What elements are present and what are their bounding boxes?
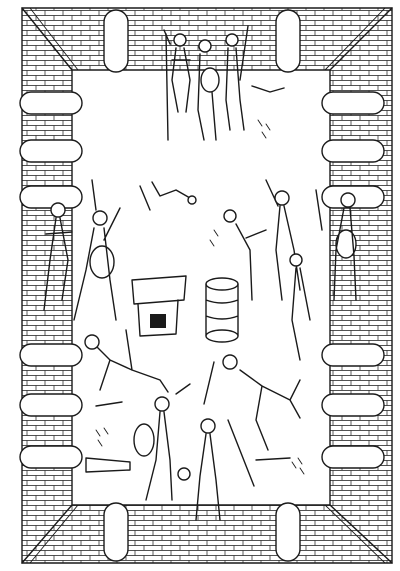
left-pillars: [19, 91, 83, 469]
bottom-soldiers: [133, 361, 255, 521]
drum: [205, 277, 239, 343]
fallen-figure-right: [222, 354, 301, 451]
fallen-figure-left: [84, 329, 169, 393]
soldiers-top-group: [163, 25, 285, 141]
column-top-right: [275, 9, 301, 73]
right-pillars: [321, 91, 385, 469]
right-warriors: [223, 179, 357, 361]
left-warriors: [43, 179, 121, 321]
flail: [139, 181, 197, 211]
scattered-items: [85, 229, 305, 475]
column-bottom-left: [103, 502, 129, 562]
altar-stone: [131, 275, 187, 337]
column-bottom-right: [275, 502, 301, 562]
column-top-left: [103, 9, 129, 73]
